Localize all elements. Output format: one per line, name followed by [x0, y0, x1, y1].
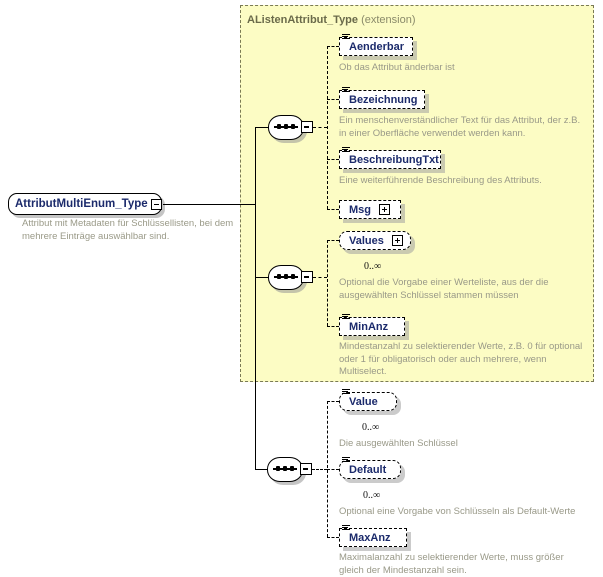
element-box-default[interactable]: Default: [339, 457, 401, 479]
connector-seq1-branch-3: [327, 159, 339, 160]
connector-main-trunk: [255, 204, 256, 469]
attribute-lines-icon: [342, 389, 350, 396]
collapse-minus-icon[interactable]: [151, 199, 162, 210]
connector-seq3-stem: [312, 469, 327, 470]
sequence-compositor-1[interactable]: [268, 115, 313, 140]
root-type-name: AttributMultiEnum_Type: [15, 198, 148, 210]
element-name: Values: [349, 234, 384, 247]
connector-seq2-branch-1: [327, 240, 339, 241]
element-annotation-minanz: Mindestanzahl zu selektierender Werte, z…: [339, 341, 583, 377]
element-occurrence-value: 0..∞: [362, 422, 380, 433]
element-box-minanz[interactable]: MinAnz: [339, 314, 405, 336]
connector-root-to-trunk: [163, 204, 255, 205]
element-name: Msg: [349, 203, 371, 216]
attribute-lines-icon: [342, 314, 350, 321]
sequence-compositor-2[interactable]: [268, 265, 313, 290]
element-name: Default: [349, 463, 387, 476]
sequence-collapse-icon[interactable]: [301, 121, 313, 133]
element-name: Aenderbar: [349, 40, 405, 53]
sequence-compositor-3[interactable]: [267, 457, 312, 482]
attribute-lines-icon: [342, 457, 350, 464]
sequence-dot: [291, 274, 295, 279]
element-box-bezeichnung[interactable]: Bezeichnung: [339, 87, 425, 109]
sequence-dot: [284, 274, 288, 279]
extension-kind-label: (extension): [361, 14, 416, 26]
connector-seq1-branch-4: [327, 209, 339, 210]
sequence-dot: [277, 124, 281, 129]
attribute-lines-icon: [342, 525, 350, 532]
extension-panel-title: AListenAttribut_Type (extension): [247, 14, 416, 26]
element-annotation-maxanz: Maximalanzahl zu selektierender Werte, m…: [339, 552, 564, 576]
element-annotation-beschreibungtxt: Eine weiterführende Beschreibung des Att…: [339, 175, 542, 186]
connector-seq1-bus: [327, 46, 328, 209]
element-name: BeschreibungTxt: [349, 153, 439, 166]
attribute-lines-icon: [342, 87, 350, 94]
root-annotation: Attribut mit Metadaten für Schlüssellist…: [22, 218, 234, 242]
sequence-dot: [291, 124, 295, 129]
extension-base-name: AListenAttribut_Type: [247, 14, 359, 26]
sequence-dot: [284, 124, 288, 129]
element-annotation-values: Optional die Vorgabe einer Werteliste, a…: [339, 277, 549, 301]
connector-seq3-branch-2: [327, 469, 339, 470]
element-name: MinAnz: [349, 320, 389, 333]
element-annotation-value: Die ausgewählten Schlüssel: [339, 438, 458, 449]
attribute-lines-icon: [342, 34, 350, 41]
extension-panel: [240, 5, 594, 382]
element-name: Value: [349, 395, 378, 408]
connector-seq2-stem: [313, 277, 327, 278]
sequence-dot: [290, 466, 294, 471]
sequence-collapse-icon[interactable]: [300, 463, 312, 475]
element-annotation-bezeichnung: Ein menschenverständlicher Text für das …: [339, 115, 581, 139]
sequence-dot: [276, 466, 280, 471]
element-annotation-aenderbar: Ob das Attribut änderbar ist: [339, 62, 455, 73]
expand-plus-icon[interactable]: [391, 235, 403, 246]
connector-seq1-branch-2: [327, 99, 339, 100]
element-annotation-default: Optional eine Vorgabe von Schlüsseln als…: [339, 506, 576, 517]
element-name: Bezeichnung: [349, 93, 418, 106]
expand-plus-icon[interactable]: [379, 204, 390, 215]
connector-trunk-up-seq-1: [255, 127, 256, 205]
element-box-value[interactable]: Value: [339, 389, 397, 411]
element-box-maxanz[interactable]: MaxAnz: [339, 525, 407, 547]
connector-trunk-to-seq-2: [255, 277, 268, 278]
sequence-collapse-icon[interactable]: [301, 271, 313, 283]
connector-seq3-branch-1: [327, 401, 339, 402]
element-box-beschreibungtxt[interactable]: BeschreibungTxt: [339, 147, 441, 169]
element-occurrence-values: 0..∞: [364, 261, 382, 272]
element-box-aenderbar[interactable]: Aenderbar: [339, 34, 413, 56]
connector-trunk-to-seq-3: [255, 469, 267, 470]
element-box-msg[interactable]: Msg: [339, 200, 401, 219]
connector-seq3-branch-3: [327, 537, 339, 538]
element-name: MaxAnz: [349, 531, 391, 544]
sequence-dot: [283, 466, 287, 471]
connector-seq1-stem: [313, 127, 327, 128]
attribute-lines-icon: [342, 147, 350, 154]
element-occurrence-default: 0..∞: [363, 490, 381, 501]
connector-seq2-bus: [327, 240, 328, 326]
connector-seq1-branch-1: [327, 46, 339, 47]
element-box-values[interactable]: Values: [339, 231, 411, 250]
sequence-dot: [277, 274, 281, 279]
connector-trunk-to-seq-1: [255, 127, 268, 128]
connector-seq2-branch-2: [327, 326, 339, 327]
root-type-box[interactable]: AttributMultiEnum_Type: [8, 193, 162, 215]
